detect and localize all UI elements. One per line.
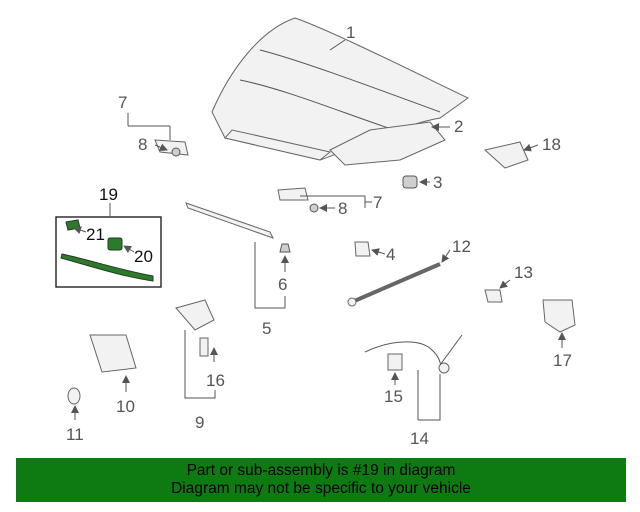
stop-part-4[interactable] [354, 241, 371, 257]
leader-7a [127, 113, 170, 127]
leader-18 [523, 143, 539, 152]
support-strut-part-12[interactable] [347, 262, 441, 307]
label-7b: 7 [373, 193, 382, 212]
label-2: 2 [454, 117, 463, 136]
subassembly-frame [55, 216, 162, 288]
label-19: 19 [99, 185, 118, 204]
banner-line-1: Part or sub-assembly is #19 in diagram [186, 462, 456, 479]
clip-part-3[interactable] [402, 175, 418, 189]
label-8a: 8 [138, 135, 147, 154]
label-9: 9 [195, 413, 204, 432]
leader-14 [417, 370, 441, 421]
label-21: 21 [86, 225, 105, 244]
clip-part-20[interactable] [107, 237, 123, 251]
highlighted-subassembly-19[interactable] [55, 203, 162, 288]
parts-diagram: 1 2 3 18 7 8 8 7 6 5 4 12 13 17 [55, 17, 576, 448]
label-1: 1 [346, 23, 355, 42]
clip-part-21[interactable] [65, 219, 81, 231]
label-17: 17 [553, 351, 572, 370]
label-5: 5 [262, 319, 271, 338]
release-cable-part-14[interactable] [364, 334, 463, 374]
leader-8a [154, 143, 168, 151]
molding-part-19[interactable] [60, 253, 154, 282]
label-12: 12 [452, 237, 471, 256]
label-15: 15 [384, 387, 403, 406]
weatherstrip-part-5[interactable] [185, 202, 275, 239]
latch-bracket-part-9[interactable] [175, 299, 215, 331]
label-14: 14 [410, 429, 429, 448]
bracket-part-7[interactable] [277, 187, 309, 201]
latch-part-17[interactable] [542, 299, 576, 333]
leader-7b [300, 195, 372, 208]
label-20: 20 [134, 247, 153, 266]
cable-part-16[interactable] [199, 337, 209, 357]
label-8b: 8 [338, 199, 347, 218]
cover-part-10[interactable] [89, 334, 137, 373]
leader-5 [254, 242, 286, 309]
banner-line-2: Diagram may not be specific to your vehi… [171, 480, 471, 497]
label-4: 4 [386, 245, 395, 264]
leader-21 [73, 226, 87, 235]
leader-20 [123, 245, 135, 254]
bolt-part-8b[interactable] [309, 203, 319, 213]
hinge-part-18[interactable] [483, 141, 529, 169]
leader-12 [441, 249, 451, 263]
label-10: 10 [116, 397, 135, 416]
leader-13 [499, 279, 511, 289]
clip-part-6[interactable] [279, 243, 291, 253]
leader-4 [371, 248, 386, 256]
label-11: 11 [66, 425, 84, 444]
clip-part-11[interactable] [67, 387, 81, 405]
hood-insulator-part[interactable] [329, 121, 446, 166]
label-6: 6 [278, 275, 287, 294]
leader-1 [329, 39, 346, 51]
grommet-part-13[interactable] [484, 289, 503, 303]
info-banner: Part or sub-assembly is #19 in diagram D… [16, 458, 626, 502]
label-18: 18 [542, 135, 561, 154]
bolt-part-8[interactable] [171, 147, 181, 157]
label-13: 13 [514, 263, 533, 282]
label-7a: 7 [118, 93, 127, 112]
handle-part-15[interactable] [387, 353, 403, 371]
leader-9 [184, 330, 216, 399]
label-3: 3 [433, 173, 442, 192]
label-16: 16 [206, 371, 225, 390]
